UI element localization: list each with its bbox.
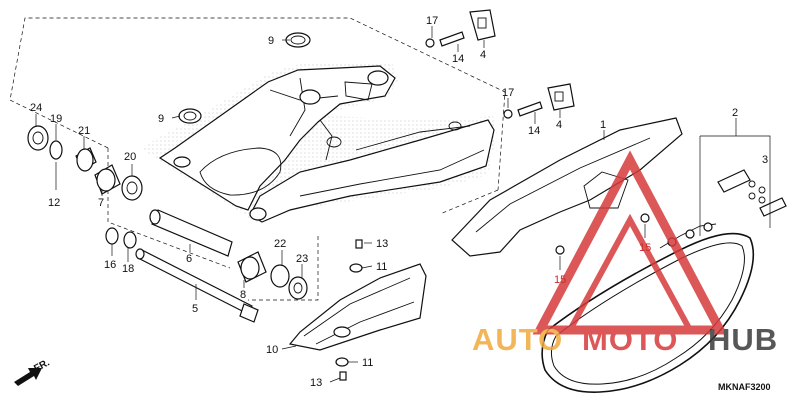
- pivot-parts-right: [105, 227, 308, 300]
- callout-16: 16: [104, 259, 116, 271]
- callout-18: 18: [122, 263, 134, 275]
- callout-19: 19: [50, 113, 62, 125]
- chain-adjusters: [425, 9, 575, 119]
- pivot-parts-left: [27, 125, 143, 201]
- watermark-part1: AUTO: [472, 322, 563, 357]
- callout-3: 3: [762, 154, 768, 166]
- front-direction-label: FR.: [32, 357, 52, 374]
- pivot-shaft: [135, 209, 259, 323]
- callout-1: 1: [600, 119, 606, 131]
- callout-11-top: 11: [376, 261, 387, 273]
- leader-lines: [35, 26, 737, 383]
- watermark-part3: HUB: [708, 322, 778, 357]
- callout-15-right: 15: [639, 242, 651, 254]
- callout-13-bottom: 13: [310, 377, 322, 389]
- swingarm: [140, 62, 497, 223]
- callout-6: 6: [186, 253, 192, 265]
- front-direction-indicator: FR.: [14, 357, 52, 386]
- callout-12: 12: [48, 197, 60, 209]
- callout-4-right: 4: [556, 119, 562, 131]
- callout-7: 7: [98, 197, 104, 209]
- callout-21: 21: [78, 125, 90, 137]
- callout-10: 10: [266, 344, 278, 356]
- callout-13-top: 13: [376, 238, 388, 250]
- callout-9-left: 9: [158, 113, 164, 125]
- callout-22: 22: [274, 238, 286, 250]
- watermark-logo: AUTO MOTO HUB: [472, 150, 778, 357]
- callout-14-top: 14: [452, 53, 464, 65]
- callout-2: 2: [732, 107, 738, 119]
- callout-15-left: 15: [554, 274, 566, 286]
- callout-20: 20: [124, 151, 136, 163]
- callout-17-right: 17: [502, 87, 514, 99]
- callout-9-top: 9: [268, 35, 274, 47]
- callout-labels: 9 9 17 14 4 17 14 4 1 2 3 24 19 21 20 12…: [30, 15, 768, 389]
- callout-5: 5: [192, 303, 198, 315]
- chain-slider: [288, 239, 427, 381]
- callout-4-top: 4: [480, 49, 486, 61]
- caps: [178, 32, 311, 124]
- callout-17-top: 17: [426, 15, 438, 27]
- watermark-part2: MOTO: [582, 322, 678, 357]
- callout-23: 23: [296, 253, 308, 265]
- callout-11-bottom: 11: [362, 357, 373, 369]
- chain-joint: [699, 135, 787, 236]
- diagram-reference-code: MKNAF3200: [718, 382, 771, 392]
- callout-8: 8: [240, 289, 246, 301]
- callout-14-right: 14: [528, 125, 540, 137]
- callout-24: 24: [30, 102, 42, 114]
